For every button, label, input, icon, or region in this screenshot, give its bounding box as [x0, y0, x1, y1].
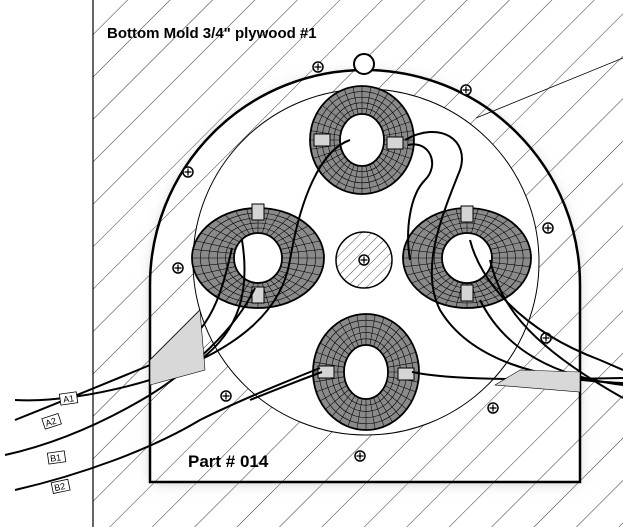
leader-line [475, 57, 623, 119]
coil-bottom [312, 313, 420, 431]
part-label: Part # 014 [188, 452, 269, 471]
wire-channel-right [494, 369, 581, 393]
screw-icon [542, 222, 554, 234]
coil-group [191, 85, 532, 431]
coil-top [309, 85, 415, 195]
coil-right [402, 205, 532, 309]
wire-channel-left [149, 309, 206, 386]
screw-group [172, 61, 554, 462]
tape-band [313, 133, 331, 147]
screw-icon [358, 254, 370, 266]
tape-band [251, 203, 265, 221]
screw-icon [312, 61, 324, 73]
tape-band [386, 136, 404, 150]
tape-band [397, 367, 415, 381]
svg-text:B1: B1 [50, 452, 62, 463]
screw-icon [182, 166, 194, 178]
svg-text:B2: B2 [53, 481, 66, 493]
svg-text:A1: A1 [62, 393, 74, 404]
tape-band [460, 284, 474, 302]
diagram-title: Bottom Mold 3/4" plywood #1 [107, 25, 317, 42]
tape-band [317, 365, 335, 379]
screw-icon [487, 402, 499, 414]
wire-tag-b2: B2 [50, 478, 71, 495]
screw-icon [172, 262, 184, 274]
tape-band [460, 205, 474, 223]
registration-hole [353, 53, 375, 75]
screw-icon [220, 390, 232, 402]
wire-tag-a1: A1 [58, 391, 79, 406]
svg-text:A2: A2 [44, 416, 58, 429]
coil-left [191, 203, 325, 309]
wire-tag-a2: A2 [41, 412, 62, 430]
screw-icon [460, 84, 472, 96]
screw-icon [354, 450, 366, 462]
wire-tag-b1: B1 [46, 450, 67, 465]
